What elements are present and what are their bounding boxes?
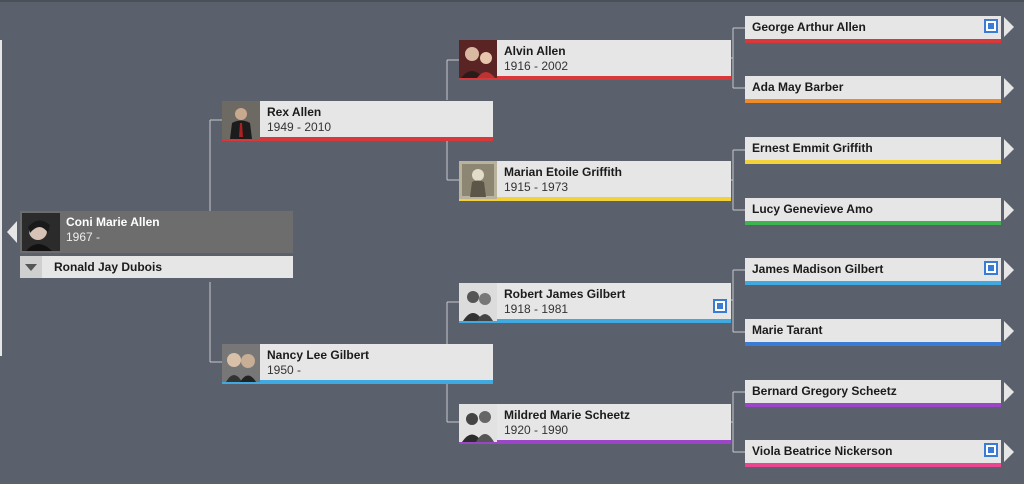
father-dates: 1949 - 2010 <box>267 120 332 134</box>
more-ancestors-icon[interactable] <box>713 299 727 313</box>
great-grandparent-name: Ernest Emmit Griffith <box>752 141 873 155</box>
paternal-grandfather-name: Alvin Allen <box>504 44 566 58</box>
great-grandparent-card[interactable]: Ada May Barber <box>745 76 1001 103</box>
more-ancestors-icon[interactable] <box>984 19 998 33</box>
chevron-right-icon[interactable] <box>1004 78 1014 98</box>
mother-card[interactable]: Nancy Lee Gilbert 1950 - <box>222 344 493 384</box>
root-person-card[interactable]: Coni Marie Allen 1967 - <box>20 211 293 253</box>
chevron-right-icon[interactable] <box>1004 139 1014 159</box>
chevron-right-icon[interactable] <box>1004 260 1014 280</box>
great-grandparent-card[interactable]: Viola Beatrice Nickerson <box>745 440 1001 467</box>
maternal-grandmother-dates: 1920 - 1990 <box>504 423 569 437</box>
maternal-grandmother-card[interactable]: Mildred Marie Scheetz 1920 - 1990 <box>459 404 731 444</box>
great-grandparent-card[interactable]: George Arthur Allen <box>745 16 1001 43</box>
chevron-right-icon[interactable] <box>1004 442 1014 462</box>
chevron-right-icon[interactable] <box>1004 321 1014 341</box>
maternal-grandfather-card[interactable]: Robert James Gilbert 1918 - 1981 <box>459 283 731 323</box>
father-card[interactable]: Rex Allen 1949 - 2010 <box>222 101 493 141</box>
great-grandparent-name: Viola Beatrice Nickerson <box>752 444 893 458</box>
chevron-right-icon[interactable] <box>1004 200 1014 220</box>
great-grandparent-card[interactable]: Ernest Emmit Griffith <box>745 137 1001 164</box>
great-grandparent-name: James Madison Gilbert <box>752 262 884 276</box>
maternal-grandmother-name: Mildred Marie Scheetz <box>504 408 631 422</box>
great-grandparent-name: Marie Tarant <box>752 323 823 337</box>
root-dates: 1967 - <box>66 230 101 244</box>
chevron-left-icon[interactable] <box>7 221 17 243</box>
great-grandparent-name: Ada May Barber <box>752 80 844 94</box>
paternal-grandmother-name: Marian Etoile Griffith <box>504 165 623 179</box>
maternal-grandmother-photo <box>459 404 497 442</box>
left-edge <box>0 40 2 356</box>
paternal-grandmother-card[interactable]: Marian Etoile Griffith 1915 - 1973 <box>459 161 731 201</box>
paternal-grandmother-dates: 1915 - 1973 <box>504 180 569 194</box>
root-photo <box>22 213 60 251</box>
father-name: Rex Allen <box>267 105 322 119</box>
chevron-down-icon[interactable] <box>20 256 42 278</box>
maternal-grandfather-photo <box>459 283 497 321</box>
great-grandparent-name: George Arthur Allen <box>752 20 866 34</box>
paternal-grandfather-dates: 1916 - 2002 <box>504 59 569 73</box>
more-ancestors-icon[interactable] <box>984 261 998 275</box>
spouse-card[interactable]: Ronald Jay Dubois <box>20 256 293 278</box>
great-grandparent-name: Bernard Gregory Scheetz <box>752 384 897 398</box>
paternal-grandmother-photo <box>459 161 497 199</box>
mother-name: Nancy Lee Gilbert <box>267 348 370 362</box>
father-photo <box>222 101 260 139</box>
maternal-grandfather-name: Robert James Gilbert <box>504 287 626 301</box>
maternal-grandfather-dates: 1918 - 1981 <box>504 302 569 316</box>
paternal-grandfather-photo <box>459 40 497 78</box>
more-ancestors-icon[interactable] <box>984 443 998 457</box>
paternal-grandfather-card[interactable]: Alvin Allen 1916 - 2002 <box>459 40 731 80</box>
mother-dates: 1950 - <box>267 363 302 377</box>
root-name: Coni Marie Allen <box>66 215 160 229</box>
great-grandparent-card[interactable]: Lucy Genevieve Amo <box>745 198 1001 225</box>
chevron-right-icon[interactable] <box>1004 17 1014 37</box>
great-grandparent-name: Lucy Genevieve Amo <box>752 202 873 216</box>
great-grandparent-card[interactable]: Marie Tarant <box>745 319 1001 346</box>
chevron-right-icon[interactable] <box>1004 382 1014 402</box>
spouse-name: Ronald Jay Dubois <box>54 260 163 274</box>
great-grandparent-card[interactable]: James Madison Gilbert <box>745 258 1001 285</box>
great-grandparent-card[interactable]: Bernard Gregory Scheetz <box>745 380 1001 407</box>
top-border <box>0 0 1024 2</box>
mother-photo <box>222 344 260 382</box>
